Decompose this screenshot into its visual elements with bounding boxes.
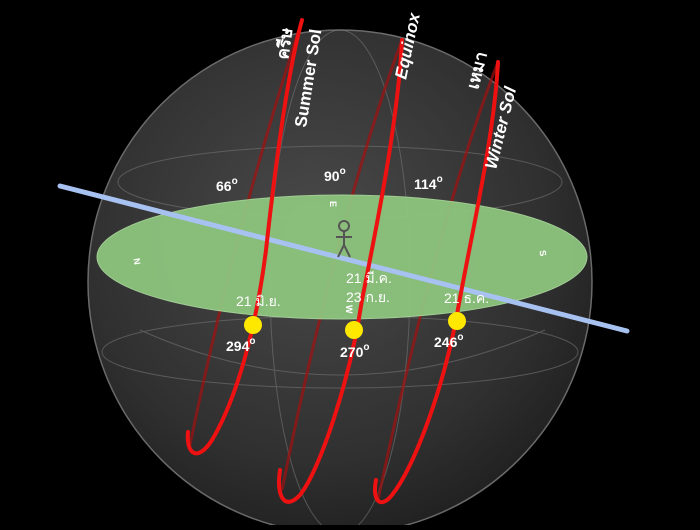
equinox-sunset-sun <box>345 321 363 339</box>
west-label: W <box>344 305 354 314</box>
equinox-noon-altitude: 90 <box>324 168 340 184</box>
winter-date-label: 21 ธ.ค. <box>444 290 489 306</box>
sunset-azimuth-labels: 294o 270o 246o <box>226 332 463 360</box>
equinox-azimuth: 270 <box>340 344 364 360</box>
svg-text:90o: 90o <box>324 166 346 184</box>
summer-sunset-sun <box>244 316 262 334</box>
south-label: S <box>537 249 548 257</box>
svg-text:66o: 66o <box>216 176 238 194</box>
celestial-axis <box>57 183 630 334</box>
summer-solstice-prefix: ครีษ <box>272 26 296 60</box>
summer-solstice-path <box>185 18 304 456</box>
winter-sunset-sun <box>448 312 466 330</box>
winter-azimuth: 246 <box>434 334 458 350</box>
north-label: N <box>131 257 142 265</box>
winter-noon-altitude: 114 <box>414 176 437 192</box>
svg-text:294o: 294o <box>226 336 255 354</box>
equinox-date-line1: 21 มี.ค. <box>346 270 392 286</box>
summer-noon-altitude: 66 <box>216 178 232 194</box>
east-label: E <box>328 201 338 207</box>
equinox-date-line2: 23 ก.ย. <box>346 289 390 305</box>
equinox-path <box>277 38 404 504</box>
winter-solstice-path <box>373 60 500 505</box>
summer-date-label: 21 มิ.ย. <box>236 293 281 309</box>
observer-figure-icon <box>336 220 352 258</box>
summer-azimuth: 294 <box>226 338 250 354</box>
svg-text:246o: 246o <box>434 332 463 350</box>
svg-text:114o: 114o <box>414 174 443 192</box>
svg-text:270o: 270o <box>340 342 369 360</box>
sun-paths-front <box>185 18 500 505</box>
noon-altitude-labels: 66o 90o 114o <box>216 166 443 194</box>
